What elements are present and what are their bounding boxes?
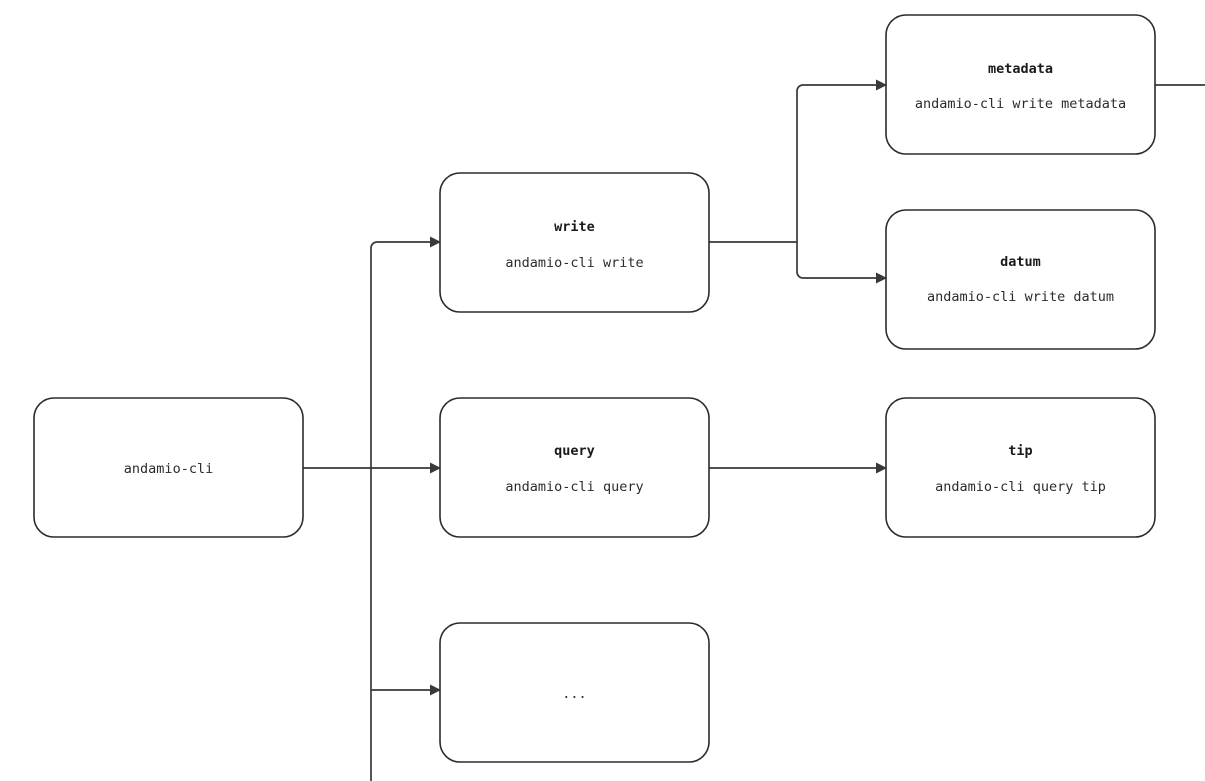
node-datum-subtitle: andamio-cli write datum (927, 289, 1114, 305)
node-tip-title: tip (1008, 443, 1032, 459)
node-write-shape[interactable] (439, 172, 710, 313)
arrowhead-datum (876, 272, 887, 284)
node-andamio-cli-shape[interactable] (33, 397, 304, 538)
node-datum-title: datum (1000, 254, 1041, 270)
arrowhead-write (430, 236, 441, 248)
node-ellipsis-label: ... (562, 686, 586, 702)
arrowhead-tip (876, 462, 887, 474)
node-metadata[interactable]: metadata andamio-cli write metadata (885, 14, 1156, 155)
node-write-subtitle: andamio-cli write (505, 255, 643, 271)
node-datum[interactable]: datum andamio-cli write datum (885, 209, 1156, 350)
node-datum-shape[interactable] (885, 209, 1156, 350)
node-query-subtitle: andamio-cli query (505, 479, 643, 495)
node-query-title: query (554, 443, 595, 459)
node-andamio-cli-label: andamio-cli (124, 461, 213, 477)
node-andamio-cli[interactable]: andamio-cli (33, 397, 304, 538)
node-metadata-title: metadata (988, 61, 1053, 77)
node-metadata-subtitle: andamio-cli write metadata (915, 96, 1126, 112)
node-write-title: write (554, 219, 595, 235)
node-tip-shape[interactable] (885, 397, 1156, 538)
node-ellipsis[interactable]: ... (439, 622, 710, 763)
node-ellipsis-shape[interactable] (439, 622, 710, 763)
edge-trunk-to-write (370, 241, 430, 249)
arrowhead-ellipsis (430, 684, 441, 696)
edge-write-to-metadata (796, 84, 876, 92)
node-query[interactable]: query andamio-cli query (439, 397, 710, 538)
arrowhead-query (430, 462, 441, 474)
arrowhead-metadata (876, 79, 887, 91)
node-tip[interactable]: tip andamio-cli query tip (885, 397, 1156, 538)
node-write[interactable]: write andamio-cli write (439, 172, 710, 313)
node-query-shape[interactable] (439, 397, 710, 538)
node-metadata-shape[interactable] (885, 14, 1156, 155)
node-tip-subtitle: andamio-cli query tip (935, 479, 1106, 495)
edge-write-to-datum (796, 271, 876, 279)
